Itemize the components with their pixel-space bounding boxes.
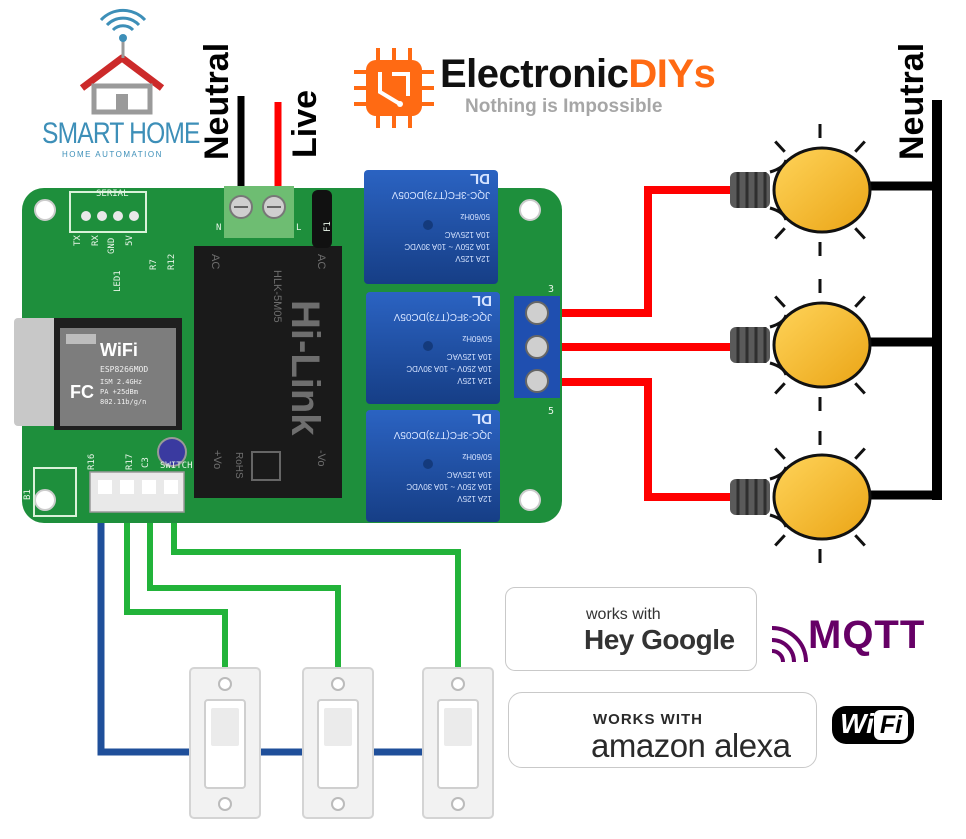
relay2-r2: 10A 125VAC <box>447 352 492 361</box>
smart-home-title: SMART HOME <box>42 117 200 150</box>
google-works-with: works with <box>586 606 661 623</box>
relay1-r1: 10A 250V ~ 10A 30VDC <box>404 242 490 251</box>
relay1-r2: 10A 125VAC <box>445 230 490 239</box>
smart-home-subtitle: HOME AUTOMATION <box>62 150 163 159</box>
module-name-text: ESP8266MOD <box>100 365 148 374</box>
relay3-r3: 12A 125V <box>457 494 492 503</box>
silk-rx: RX <box>91 235 101 246</box>
relay-output-wires <box>560 186 730 501</box>
pcb-silkscreen: SERIAL TX RX GND 5V LED1 R7 R12 F1 N L S… <box>23 189 554 500</box>
wall-switch[interactable] <box>302 667 374 819</box>
silk-tx: TX <box>73 235 83 246</box>
silk-c3: C3 <box>141 457 151 468</box>
relay2-hz: 50/60Hz <box>462 334 492 343</box>
wall-switches <box>189 667 494 819</box>
silk-n: N <box>216 223 221 233</box>
relay3-model: JQC-3FC(T73)DC05V <box>393 429 492 440</box>
relay3-hz: 50/60Hz <box>462 452 492 461</box>
psu-ac-right: AC <box>315 254 327 269</box>
wall-switch[interactable] <box>422 667 494 819</box>
wifi-badge-wi: Wi <box>840 708 874 739</box>
mqtt-icon <box>771 626 808 663</box>
hey-google-badge: works with Hey Google <box>505 587 757 671</box>
relay-pcb <box>14 170 562 523</box>
relay1-model: JQC-3FC(T73)DC05V <box>391 189 490 200</box>
alexa-works-with: WORKS WITH <box>593 711 703 728</box>
esp-module-label: WiFi ESP8266MOD FC ISM 2.4GHz PA +25dBm … <box>70 340 148 406</box>
module-ism-text: ISM 2.4GHz <box>100 378 142 386</box>
brand-name-part1: Electronic <box>440 52 629 96</box>
silk-gnd: GND <box>107 238 117 254</box>
relay1-r3: 12A 125V <box>455 254 490 263</box>
psu-plus-vo: +Vo <box>211 450 223 469</box>
psu-label: Hi-Link HLK-5M05 AC AC +Vo -Vo RoHS <box>209 254 327 479</box>
relay-labels: 12A 125V 10A 250V ~ 10A 30VDC 10A 125VAC… <box>391 170 492 503</box>
relay1-hz: 50/60Hz <box>460 212 490 221</box>
psu-minus-vo: -Vo <box>315 450 327 467</box>
relay3-dl: DL <box>472 410 492 427</box>
bulbs <box>730 124 872 563</box>
relay2-r1: 10A 250V ~ 10A 30VDC <box>406 364 492 373</box>
light-bulb-icon <box>730 124 872 256</box>
brand-name-part2: DIYs <box>628 52 716 96</box>
mqtt-logo-text: MQTT <box>808 613 926 657</box>
module-std-text: 802.11b/g/n <box>100 398 146 406</box>
smart-home-logo <box>79 8 165 115</box>
alexa-amazon-alexa: amazon alexa <box>591 727 791 764</box>
relay2-r3: 12A 125V <box>457 376 492 385</box>
module-wifi-text: WiFi <box>100 340 138 360</box>
relay2-model: JQC-3FC(T73)DC05V <box>393 311 492 322</box>
relay3-r2: 10A 125VAC <box>447 470 492 479</box>
brand-name: ElectronicDIYs <box>440 52 716 97</box>
silk-3: 3 <box>548 284 554 295</box>
google-hey-google: Hey Google <box>584 624 735 655</box>
neutral-right-label: Neutral <box>893 42 931 160</box>
relay2-dl: DL <box>472 292 492 309</box>
electronicdiys-chip-icon <box>354 48 434 128</box>
module-fc-text: FC <box>70 382 94 402</box>
silk-r7: R7 <box>149 259 159 270</box>
silk-led1: LED1 <box>113 270 123 292</box>
silk-l: L <box>296 223 301 233</box>
silk-switch: SWITCH <box>160 461 193 471</box>
silk-5v: 5V <box>125 235 135 246</box>
psu-rohs: RoHS <box>233 452 244 479</box>
wall-switch[interactable] <box>189 667 261 819</box>
amazon-alexa-badge: WORKS WITH amazon alexa <box>508 692 817 768</box>
psu-ac-left: AC <box>209 254 221 269</box>
silk-r16: R16 <box>87 454 97 470</box>
wifi-badge-fi: Fi <box>874 710 908 740</box>
neutral-left-label: Neutral <box>198 42 236 160</box>
silk-r17: R17 <box>125 454 135 470</box>
silk-f1: F1 <box>323 221 333 232</box>
silk-r12: R12 <box>167 254 177 270</box>
light-bulb-icon <box>730 431 872 563</box>
silk-serial: SERIAL <box>96 189 129 199</box>
live-label: Live <box>286 89 324 158</box>
light-bulb-icon <box>730 279 872 411</box>
relay3-r1: 10A 250V ~ 10A 30VDC <box>406 482 492 491</box>
silk-5: 5 <box>548 406 554 417</box>
psu-model-text: HLK-5M05 <box>271 270 283 323</box>
psu-brand-text: Hi-Link <box>283 300 327 436</box>
brand-tagline: Nothing is Impossible <box>465 96 663 117</box>
relay1-dl: DL <box>470 170 490 187</box>
silk-b1: B1 <box>23 489 33 500</box>
switch-wires <box>97 515 470 756</box>
module-pa-text: PA +25dBm <box>100 388 138 396</box>
wifi-badge: Wi Fi <box>832 706 914 744</box>
